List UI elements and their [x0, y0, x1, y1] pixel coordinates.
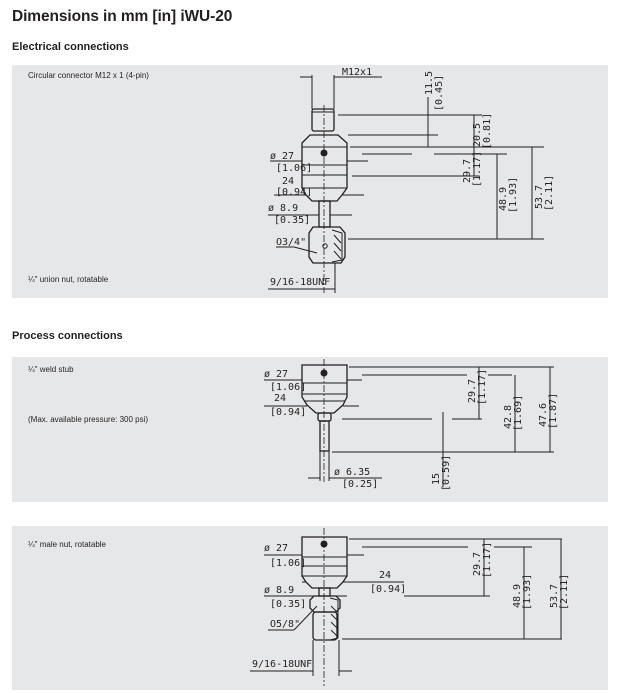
dim-d2-in: [0.35]	[270, 599, 306, 610]
dim-d2-mm: ø 8.9	[268, 203, 298, 214]
weld-stub	[319, 420, 330, 452]
dim-d2-mm: ø 8.9	[264, 585, 294, 596]
led-indicator	[320, 540, 328, 548]
dim-w1-mm: 24	[282, 176, 294, 187]
led-indicator	[320, 369, 328, 377]
dim-v7-mm: 47.6	[538, 403, 549, 427]
dim-v3-mm: 29.7	[462, 159, 473, 183]
dim-d1-in: [1.06]	[270, 382, 306, 393]
drawing-weld-stub: ø 27 [1.06] 24 [0.94] ø 6.35 [0.25] 29.7…	[264, 359, 559, 491]
dim-v1-mm: 11.5	[424, 71, 435, 95]
panel-weld-stub: ¼" weld stub (Max. available pressure: 3…	[12, 357, 608, 502]
male-nut-hex	[309, 595, 341, 613]
drawing-electrical: M12x1 ø 27 [1.06] 24 [0.94] ø 8.9 [0.35]…	[268, 67, 555, 293]
panel-label-weld-stub: ¼" weld stub	[28, 365, 74, 374]
dim-v3-in: [1.17]	[482, 542, 493, 578]
panel-label-connector: Circular connector M12 x 1 (4-pin)	[28, 71, 149, 80]
dim-v2-in: [0.81]	[482, 113, 493, 149]
section-heading-electrical: Electrical connections	[12, 41, 129, 53]
page-title: Dimensions in mm [in] iWU-20	[12, 8, 233, 25]
dim-v8-in: [0.59]	[441, 455, 452, 491]
dim-v6-in: [1.69]	[513, 395, 524, 431]
panel-male-nut: ¼" male nut, rotatable ø 27 [1.06] 24 [0…	[12, 526, 608, 690]
dim-v7-in: [1.87]	[548, 393, 559, 429]
panel-label-male-nut: ¼" male nut, rotatable	[28, 540, 106, 549]
dim-d1-mm: ø 27	[264, 543, 288, 554]
dim-v4-mm: 48.9	[498, 187, 509, 211]
dim-v1-in: [0.45]	[434, 75, 445, 111]
dim-hex: O5/8"	[270, 619, 300, 630]
dim-d1-in: [1.06]	[276, 163, 312, 174]
dim-w1-in: [0.94]	[270, 407, 306, 418]
stem	[318, 200, 331, 228]
panel-electrical-m12: Circular connector M12 x 1 (4-pin) ¼" un…	[12, 65, 608, 298]
dim-thread-top: M12x1	[342, 67, 372, 78]
dim-thread-bottom: 9/16-18UNF	[270, 277, 330, 288]
dim-v8-mm: 15	[431, 473, 442, 485]
led-indicator	[320, 149, 328, 157]
dim-v3-in: [1.17]	[477, 369, 488, 405]
dim-v3-in: [1.17]	[472, 151, 483, 187]
dim-d3-in: [0.25]	[342, 479, 378, 490]
dim-d2-in: [0.35]	[274, 215, 310, 226]
dim-v4-in: [1.93]	[508, 177, 519, 213]
dim-w1-in: [0.94]	[370, 584, 406, 595]
dim-w1-mm: 24	[379, 570, 391, 581]
drawing-male-nut: ø 27 [1.06] 24 [0.94] ø 8.9 [0.35] O5/8"…	[250, 528, 570, 686]
dim-thread-bottom: 9/16-18UNF	[252, 659, 312, 670]
dim-d1-mm: ø 27	[270, 151, 294, 162]
union-nut	[308, 226, 346, 264]
dim-hex: O3/4"	[276, 237, 306, 248]
dim-v5-mm: 53.7	[549, 584, 560, 608]
dim-v5-in: [2.11]	[559, 574, 570, 610]
dim-v2-mm: 20.5	[472, 123, 483, 147]
dim-v4-in: [1.93]	[522, 574, 533, 610]
dim-v6-mm: 42.8	[503, 405, 514, 429]
panel-label-union-nut: ¼" union nut, rotatable	[28, 275, 109, 284]
dim-v3-mm: 29.7	[467, 379, 478, 403]
dim-w1-in: [0.94]	[276, 187, 312, 198]
panel-label-max-pressure: (Max. available pressure: 300 psi)	[28, 415, 149, 424]
connector-body	[311, 108, 335, 132]
sensor-housing	[301, 364, 348, 414]
male-nut-thread	[312, 611, 338, 641]
dim-v4-mm: 48.9	[512, 584, 523, 608]
dim-v3-mm: 29.7	[472, 552, 483, 576]
section-heading-process: Process connections	[12, 330, 123, 342]
dim-v5-mm: 53.7	[534, 185, 545, 209]
dim-d3-mm: ø 6.35	[334, 467, 370, 478]
sensor-housing	[301, 536, 348, 589]
dim-d1-mm: ø 27	[264, 369, 288, 380]
dim-v5-in: [2.11]	[544, 175, 555, 211]
dim-d1-in: [1.06]	[270, 558, 306, 569]
dim-w1-mm: 24	[274, 393, 286, 404]
